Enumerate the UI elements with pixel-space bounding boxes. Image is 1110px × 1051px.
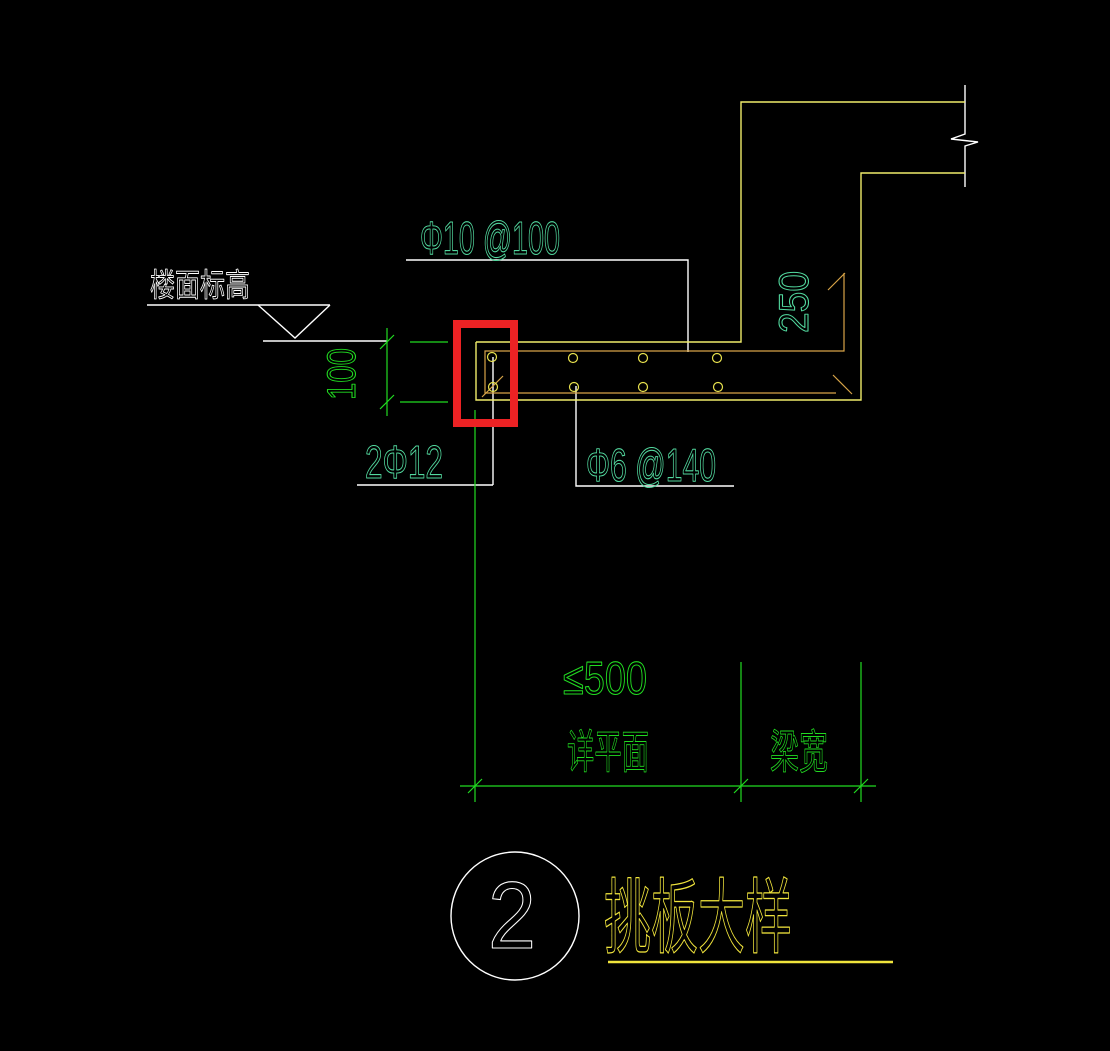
rebar-circle [488,353,497,362]
rebar-circle [569,354,578,363]
detail-number-circle [451,852,579,980]
highlight-red-box [457,324,514,423]
rebar-callouts: Φ10 @100 2Φ12 Φ6 @140 250 [364,211,817,491]
dim-tick [380,335,394,409]
rebar-circle [489,383,498,392]
white-linework [147,85,978,486]
detail-title: 挑板大样 [604,873,792,964]
leader-distribution-bars [576,386,734,486]
distribution-bars [488,353,723,392]
rebar-circle [639,354,648,363]
dim-tick [468,779,868,793]
top-rebar-line [485,273,845,393]
dim-slab-thickness-label: 100 [320,348,364,400]
concrete-outline [476,102,965,400]
rebar-linework [482,273,852,397]
slab-top-and-wall-outline [476,102,965,342]
rebar-circle [713,354,722,363]
title-block: 挑板大样 [603,872,893,965]
dim-step-height-label: 250 [770,271,817,333]
detail-number: 2 [488,863,536,969]
rebar-end-hook [833,375,852,394]
leader-top-rebar [406,260,688,352]
slab-bottom-and-step-outline [476,173,965,400]
dimension-linework: 100 ≤500 详平面 梁宽 [319,328,876,802]
rebar-circle [714,383,723,392]
white-text: 楼面标高 2 [150,267,579,980]
rebar-circle [570,383,579,392]
break-line [951,85,978,187]
dim-cantilever-note-label: 详平面 [567,726,649,778]
dim-thickness-extensions [400,342,448,402]
dim-beam-width-label: 梁宽 [770,726,828,778]
dim-cantilever-length-label: ≤500 [563,652,647,704]
callout-edge-bars-label: 2Φ12 [365,436,443,488]
callout-top-rebar-label: Φ10 @100 [420,212,560,264]
elevation-label: 楼面标高 [150,267,250,303]
rebar-circle [639,383,648,392]
callout-distribution-bars-label: Φ6 @140 [586,439,716,491]
rebar-slash-mark [482,376,503,397]
elevation-symbol-triangle [258,305,330,338]
